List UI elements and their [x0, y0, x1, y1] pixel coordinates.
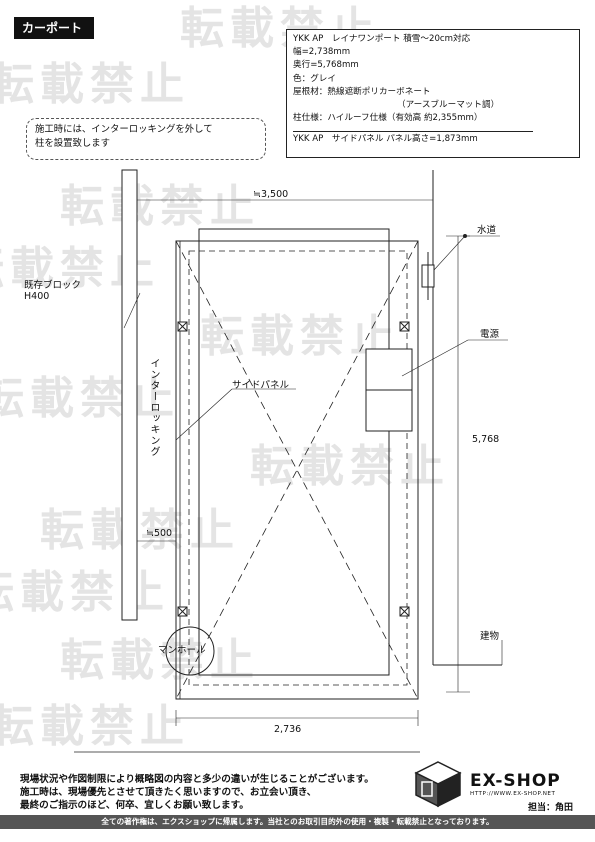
spec-box: YKK AP レイナワンポート 積雪〜20cm対応 幅=2,738mm 奥行=5… [286, 29, 580, 158]
person-in-charge: 担当：角田 [528, 803, 574, 813]
manhole-label: マンホール [158, 645, 206, 656]
post [177, 321, 188, 332]
disclaimer: 現場状況や作図制限により概略図の内容と多少の違いが生じることがございます。 施工… [20, 773, 374, 812]
spec-line: 屋根材：熱線遮断ポリカーボネート [293, 86, 431, 97]
spec-line: 色：グレイ [293, 73, 336, 84]
spec-line: 幅=2,738mm [293, 47, 351, 58]
width-label: 2,736 [274, 724, 302, 735]
note-line: 施工時には、インターロッキングを外して [35, 124, 213, 135]
disclaimer-line: 現場状況や作図制限により概略図の内容と多少の違いが生じることがございます。 [20, 774, 374, 785]
interlocking-label: インターロッキング [148, 358, 159, 457]
existing-block-wall [121, 169, 138, 621]
roof-diagonal [175, 240, 419, 700]
offset-label: ≒500 [146, 528, 173, 539]
post [399, 321, 410, 332]
roof-diagonal [175, 240, 419, 700]
copyright-bar: 全ての著作権は、エクスショップに帰属します。当社とのお取引目的外の使用・複製・転… [0, 815, 595, 829]
roof-outline [175, 240, 419, 700]
spec-line: 奥行=5,768mm [293, 60, 359, 71]
roof-edge-dashed [188, 250, 408, 686]
water-label: 水道 [477, 225, 497, 236]
building-label: 建物 [480, 631, 500, 642]
block-height-label: H400 [24, 291, 50, 302]
block-label: 既存ブロック [24, 280, 82, 291]
spec-line: YKK AP レイナワンポート 積雪〜20cm対応 [293, 34, 471, 44]
note-line: 柱を設置致します [35, 138, 111, 149]
ex-shop-logo-icon [414, 761, 462, 808]
spec-panel-line: YKK AP サイドパネル パネル高さ=1,873mm [293, 134, 478, 145]
disclaimer-line: 施工時は、現場優先とさせて頂きたく思いますので、お立会い頂き、 [20, 787, 317, 798]
leader-dot [463, 234, 467, 238]
spec-roof-note: （アースブルーマット調） [397, 100, 500, 111]
spec-divider [293, 131, 533, 133]
power-label: 電源 [480, 329, 500, 340]
construction-note: 施工時には、インターロッキングを外して 柱を設置致します [26, 118, 266, 160]
section-tag: カーポート [14, 17, 94, 39]
post [177, 606, 188, 617]
brand-url[interactable]: HTTP://WWW.EX-SHOP.NET [470, 791, 556, 797]
post [399, 606, 410, 617]
brand-name: EX-SHOP [470, 771, 561, 791]
disclaimer-line: 最終のご指示のほど、何卒、宜しくお願い致します。 [20, 800, 249, 811]
beam-frame [198, 228, 390, 676]
side-panel-label: サイドパネル [232, 380, 290, 391]
spec-post-line: 柱仕様：ハイルーフ仕様（有効高 約2,355mm） [293, 113, 483, 124]
manhole [165, 626, 215, 676]
depth-label: 5,768 [472, 434, 500, 445]
dimension-top-label: ≒3,500 [253, 189, 289, 200]
